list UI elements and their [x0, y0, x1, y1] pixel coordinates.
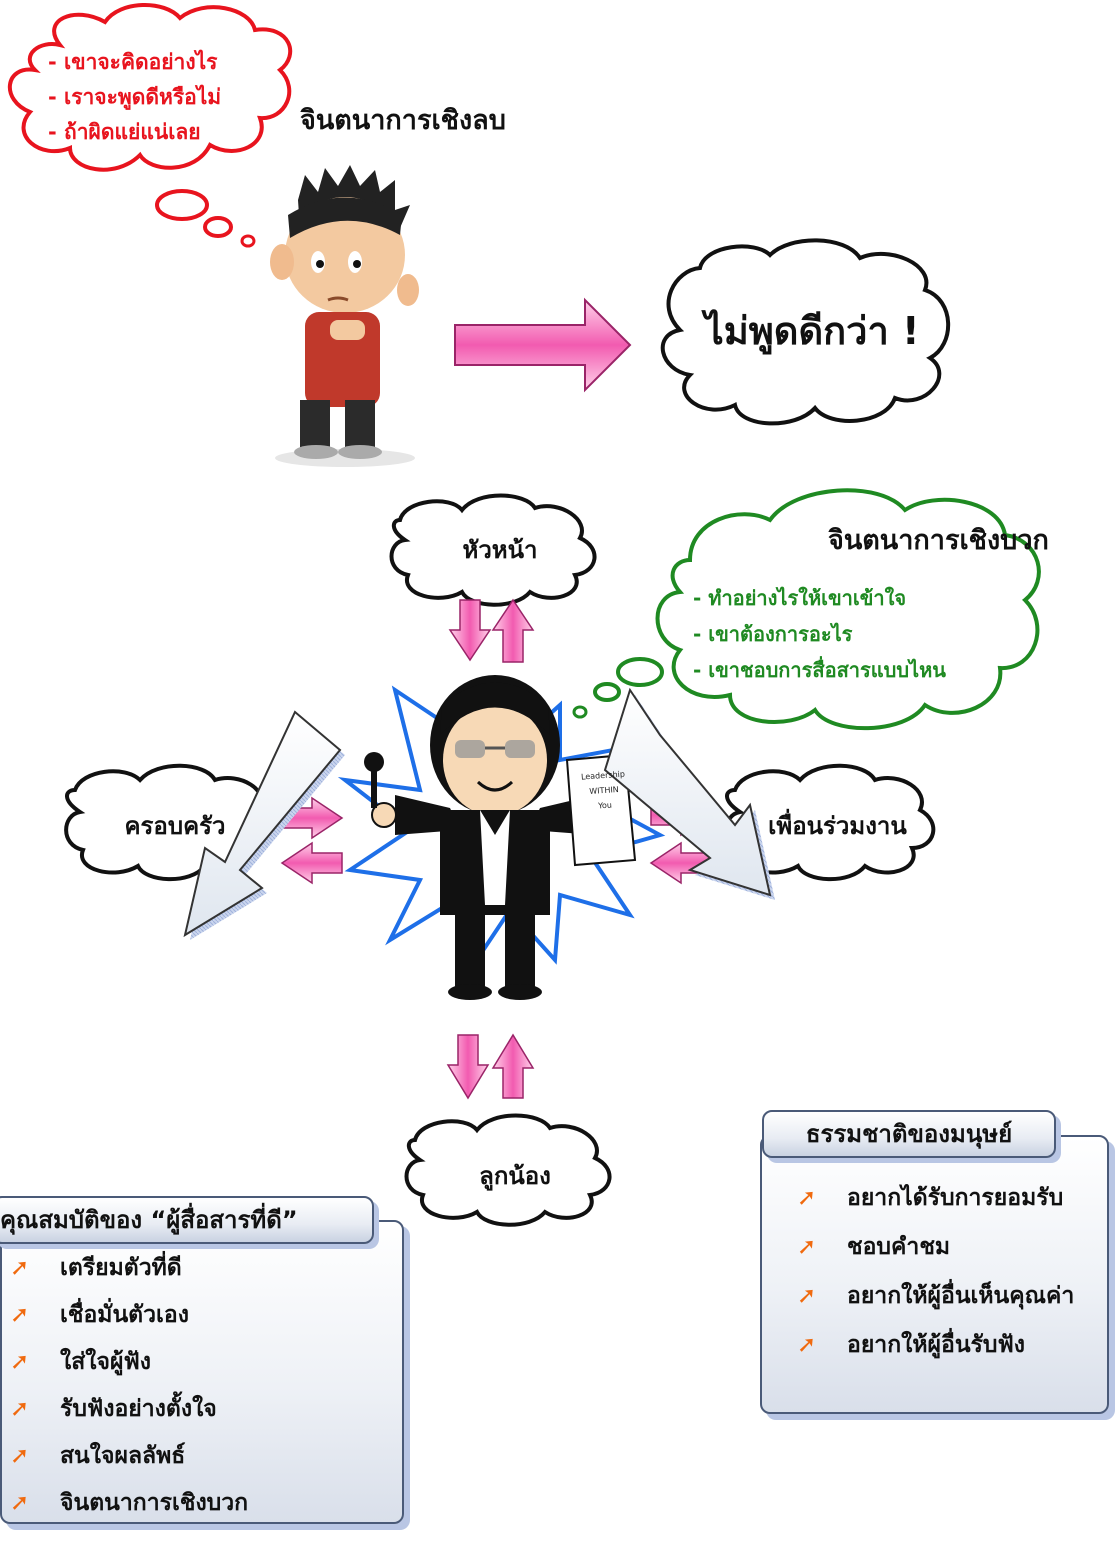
good-communicator-item: ➚สนใจผลลัพธ์: [10, 1442, 186, 1469]
result-cloud: [660, 238, 951, 426]
negative-thought-3: ถ้าผิดแย่แน่เลย: [48, 115, 221, 150]
bullet-arrow-icon: ➚: [797, 1332, 817, 1358]
bullet-arrow-icon: ➚: [10, 1490, 30, 1516]
arrow-down-bottom: [446, 1034, 490, 1100]
negative-imagination-title: จินตนาการเชิงลบ: [300, 105, 506, 136]
human-nature-item: ➚อยากให้ผู้อื่นเห็นคุณค่า: [797, 1282, 1075, 1309]
subordinate-cloud: [404, 1113, 612, 1227]
arrow-to-good-communicator: [183, 710, 345, 940]
bullet-arrow-icon: ➚: [797, 1185, 817, 1211]
human-nature-item: ➚อยากได้รับการยอมรับ: [797, 1184, 1064, 1211]
result-text: ไม่พูดดีกว่า !: [704, 309, 920, 353]
arrow-to-human-nature: [603, 687, 775, 900]
bullet-arrow-icon: ➚: [797, 1283, 817, 1309]
arrow-left-left: [280, 841, 343, 885]
positive-thought-1: ทำอย่างไรให้เขาเข้าใจ: [693, 580, 946, 616]
negative-thought-1: เขาจะคิดอย่างไร: [48, 45, 221, 80]
communicator-figure: [364, 675, 637, 1000]
good-communicator-item: ➚เตรียมตัวที่ดี: [10, 1254, 182, 1281]
bullet-arrow-icon: ➚: [10, 1443, 30, 1469]
positive-thought-list: ทำอย่างไรให้เขาเข้าใจ เขาต้องการอะไร เขา…: [693, 580, 946, 688]
boss-label: หัวหน้า: [462, 536, 538, 564]
bullet-arrow-icon: ➚: [10, 1302, 30, 1328]
arrow-down-top: [448, 599, 492, 662]
human-nature-title: ธรรมชาติของมนุษย์: [762, 1110, 1056, 1158]
human-nature-panel: [760, 1135, 1109, 1414]
positive-imagination-title: จินตนาการเชิงบวก: [828, 525, 1049, 556]
good-communicator-item: ➚ใส่ใจผู้ฟัง: [10, 1348, 151, 1375]
book-cover: Leadership WITHIN You: [574, 766, 633, 815]
negative-thought-2: เราจะพูดดีหรือไม่: [48, 80, 221, 115]
arrow-up-bottom: [491, 1033, 535, 1099]
negative-result-arrow: [454, 297, 632, 393]
good-communicator-item: ➚จินตนาการเชิงบวก: [10, 1489, 249, 1516]
good-communicator-item: ➚เชื่อมั่นตัวเอง: [10, 1301, 189, 1328]
human-nature-item: ➚ชอบคำชม: [797, 1233, 951, 1260]
boss-cloud: [389, 493, 597, 607]
bullet-arrow-icon: ➚: [797, 1234, 817, 1260]
good-communicator-title: คุณสมบัติของ “ผู้สื่อสารที่ดี”: [0, 1196, 374, 1244]
negative-thought-list: เขาจะคิดอย่างไร เราจะพูดดีหรือไม่ ถ้าผิด…: [48, 45, 221, 150]
good-communicator-panel: [0, 1220, 404, 1524]
worried-boy-figure: [270, 165, 419, 467]
bullet-arrow-icon: ➚: [10, 1349, 30, 1375]
human-nature-item: ➚อยากให้ผู้อื่นรับฟัง: [797, 1331, 1026, 1358]
positive-thought-3: เขาชอบการสื่อสารแบบไหน: [693, 652, 946, 688]
arrow-up-top: [491, 598, 535, 663]
bullet-arrow-icon: ➚: [10, 1396, 30, 1422]
good-communicator-item: ➚รับฟังอย่างตั้งใจ: [10, 1395, 217, 1422]
bullet-arrow-icon: ➚: [10, 1255, 30, 1281]
positive-thought-2: เขาต้องการอะไร: [693, 616, 946, 652]
coworker-label: เพื่อนร่วมงาน: [768, 812, 907, 840]
subordinate-label: ลูกน้อง: [479, 1162, 551, 1190]
family-label: ครอบครัว: [124, 812, 226, 840]
